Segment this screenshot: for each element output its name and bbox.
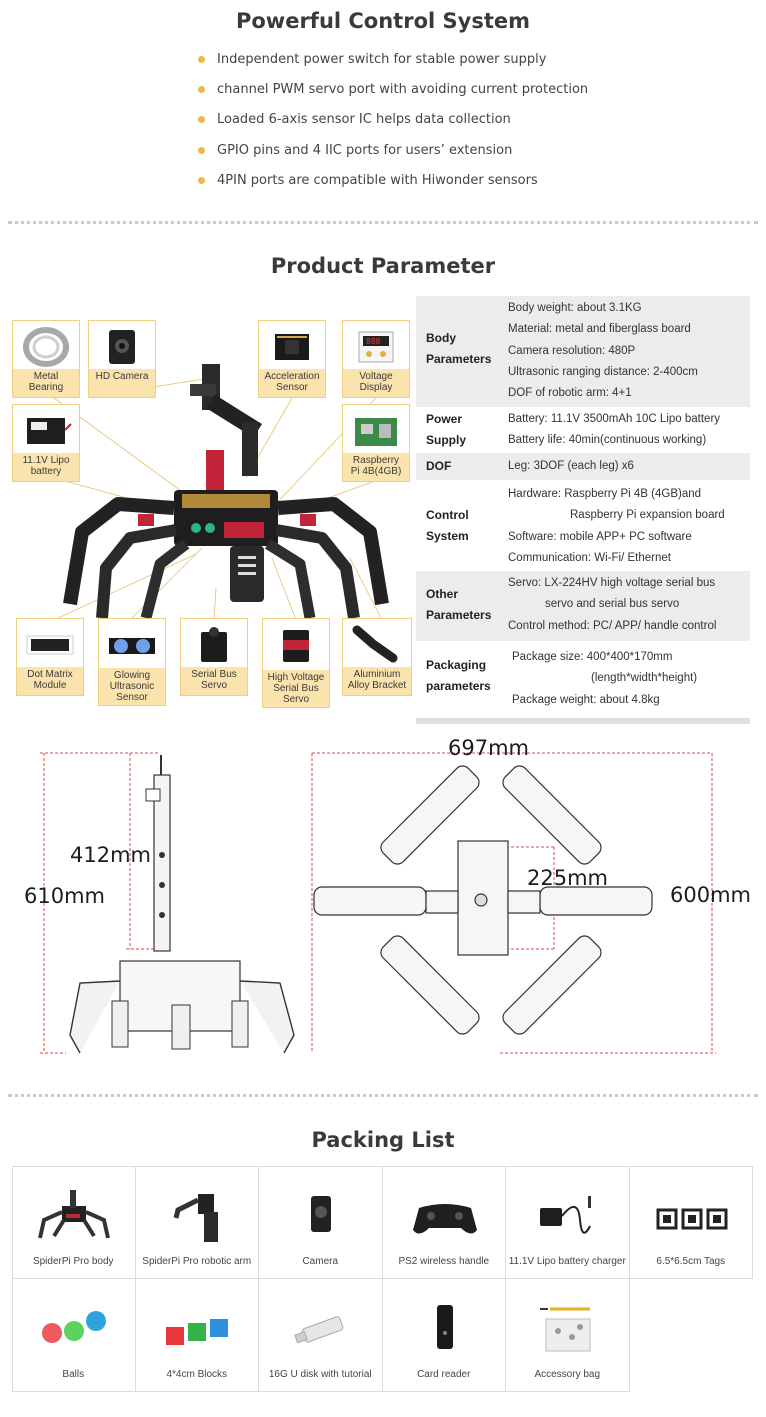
camera-icon	[109, 330, 135, 364]
pack-item-card-reader: Card reader	[382, 1279, 506, 1392]
params-section-title: Product Parameter	[270, 254, 496, 278]
param-row-dof: DOF Leg: 3DOF (each leg) x6	[416, 453, 750, 481]
pack-item-ps2-handle: PS2 wireless handle	[382, 1166, 506, 1279]
raspberry-pi-icon	[355, 418, 397, 446]
pack-item-blocks: 4*4cm Blocks	[135, 1279, 259, 1392]
pack-item-charger: 11.1V Lipo battery charger	[506, 1166, 630, 1279]
balls-icon	[42, 1311, 106, 1343]
component-hd-camera: HD Camera	[88, 320, 156, 398]
bullet-icon	[198, 146, 205, 154]
pack-item-camera: Camera	[259, 1166, 383, 1279]
camera-icon	[311, 1196, 331, 1232]
gamepad-icon	[412, 1204, 477, 1234]
pack-item-body: SpiderPi Pro body	[12, 1166, 136, 1279]
pack-item-accessory-bag: Accessory bag	[506, 1279, 630, 1392]
tags-icon	[656, 1208, 727, 1230]
robotic-arm-icon	[173, 1194, 218, 1242]
ultrasonic-icon	[109, 638, 155, 654]
dimension-arm-height-label: 412mm	[70, 843, 151, 867]
feature-item: 4PIN ports are compatible with Hiwonder …	[198, 166, 588, 196]
bullet-icon	[198, 177, 205, 185]
bracket-icon	[352, 625, 398, 663]
feature-item: Independent power switch for stable powe…	[198, 44, 588, 74]
control-section-title: Powerful Control System	[235, 9, 530, 33]
feature-item: channel PWM servo port with avoiding cur…	[198, 74, 588, 104]
svg-text:888: 888	[366, 337, 381, 346]
packing-section-title: Packing List	[311, 1128, 455, 1152]
card-reader-icon	[436, 1305, 453, 1349]
charger-icon	[540, 1196, 591, 1234]
dimension-depth-label: 600mm	[670, 883, 751, 907]
battery-icon	[27, 418, 72, 444]
accessory-bag-icon	[540, 1307, 591, 1352]
packing-list-grid: SpiderPi Pro body SpiderPi Pro robotic a…	[12, 1166, 753, 1392]
dimension-total-height-label: 610mm	[24, 884, 105, 908]
side-view-robot	[69, 755, 295, 1054]
top-view-robot	[313, 765, 653, 1035]
dimension-diagram	[40, 752, 716, 1054]
pack-item-balls: Balls	[12, 1279, 136, 1392]
voltage-display-icon: 888	[358, 331, 394, 363]
hv-servo-icon	[283, 630, 309, 662]
divider	[8, 1094, 758, 1097]
dimension-center-label: 225mm	[527, 866, 608, 890]
pack-item-u-disk: 16G U disk with tutorial	[259, 1279, 383, 1392]
bearing-icon	[23, 327, 69, 367]
feature-item: Loaded 6-axis sensor IC helps data colle…	[198, 105, 588, 135]
bullet-icon	[198, 86, 205, 94]
feature-item: GPIO pins and 4 IIC ports for users’ ext…	[198, 135, 588, 165]
robot-body-icon	[38, 1190, 110, 1239]
sensor-chip-icon	[275, 334, 309, 360]
usb-disk-icon	[294, 1316, 344, 1344]
blocks-icon	[165, 1319, 228, 1345]
pack-item-arm: SpiderPi Pro robotic arm	[135, 1166, 259, 1279]
pack-item-tags: 6.5*6.5cm Tags	[629, 1166, 753, 1279]
divider	[8, 221, 758, 224]
bullet-icon	[198, 116, 205, 124]
dimension-width-label: 697mm	[448, 736, 529, 760]
dot-matrix-icon	[26, 635, 74, 655]
servo-icon	[201, 627, 227, 662]
bullet-icon	[198, 55, 205, 63]
robot-illustration	[53, 364, 389, 621]
feature-list: Independent power switch for stable powe…	[198, 44, 588, 196]
